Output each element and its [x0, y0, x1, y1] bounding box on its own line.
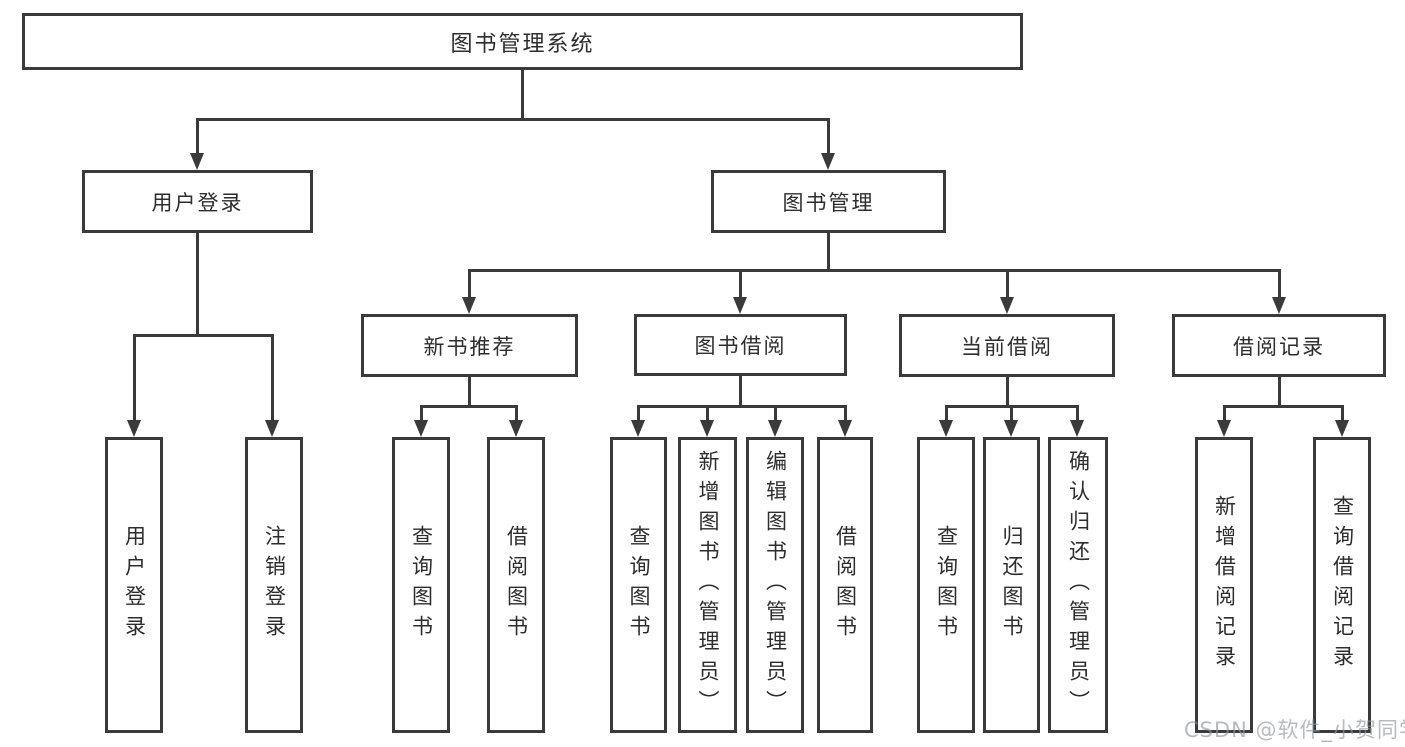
leaf-newbook-query-books-label: 查询图书 [409, 525, 434, 645]
arrow-down-icon [1004, 420, 1018, 437]
connector-leaf-drop [637, 405, 640, 421]
connector-leaf-drop [515, 405, 518, 421]
connector-leaf-drop [945, 405, 948, 421]
connector-book-borrow-stub [739, 374, 742, 408]
leaf-logout-label: 注销登录 [262, 525, 287, 645]
connector-root-bus [196, 118, 830, 121]
leaf-borrow-query-books-label: 查询图书 [627, 525, 651, 645]
arrow-down-icon [700, 420, 714, 437]
node-book-borrow: 图书借阅 [634, 314, 847, 376]
arrow-down-icon [631, 420, 645, 437]
arrow-down-icon [414, 420, 428, 437]
leaf-confirm-return-admin-label: 确认归还（管理员） [1066, 450, 1091, 720]
leaf-add-borrow-record: 新增借阅记录 [1195, 437, 1253, 733]
connector-to-book-management [827, 118, 830, 154]
node-library-system: 图书管理系统 [22, 13, 1023, 70]
node-current-borrow: 当前借阅 [899, 314, 1115, 377]
arrow-down-icon [509, 420, 523, 437]
leaf-logout: 注销登录 [245, 437, 303, 733]
node-user-login: 用户登录 [82, 170, 313, 233]
leaf-newbook-query-books: 查询图书 [392, 437, 450, 733]
connector-leaf-drop [1223, 405, 1226, 421]
leaf-newbook-borrow-books: 借阅图书 [487, 437, 545, 733]
arrow-down-icon [733, 297, 747, 314]
leaf-borrow-borrow-books: 借阅图书 [817, 437, 873, 733]
connector-to-current-borrow [1006, 269, 1009, 298]
leaf-edit-book-admin-label: 编辑图书（管理员） [763, 450, 788, 720]
leaf-newbook-borrow-books-label: 借阅图书 [504, 525, 529, 645]
connector-leaf-drop [706, 405, 709, 421]
node-new-book-recommend: 新书推荐 [361, 314, 578, 377]
leaf-borrow-query-books: 查询图书 [610, 437, 667, 733]
leaf-add-book-admin-label: 新增图书（管理员） [696, 450, 720, 720]
node-book-borrow-label: 图书借阅 [694, 334, 787, 358]
node-user-login-label: 用户登录 [151, 190, 244, 215]
leaf-edit-book-admin: 编辑图书（管理员） [746, 437, 804, 733]
arrow-down-icon [1272, 297, 1286, 314]
arrow-down-icon [190, 153, 204, 170]
connector-new-books-bus [420, 405, 518, 408]
connector-to-leaf-logout [271, 334, 274, 421]
arrow-down-icon [127, 420, 141, 437]
leaf-current-query-books: 查询图书 [917, 437, 975, 733]
connector-to-new-books [468, 269, 471, 298]
connector-book-borrow-bus [637, 405, 847, 408]
connector-borrow-records-bus [1223, 405, 1343, 408]
connector-user-login-stub [196, 231, 199, 337]
connector-new-books-stub [468, 375, 471, 408]
connector-book-mgmt-bus [468, 269, 1281, 272]
arrow-down-icon [1335, 420, 1349, 437]
arrow-down-icon [838, 420, 852, 437]
leaf-user-login: 用户登录 [105, 437, 163, 733]
connector-leaf-drop [844, 405, 847, 421]
leaf-confirm-return-admin: 确认归还（管理员） [1048, 437, 1108, 733]
node-book-management: 图书管理 [711, 170, 946, 233]
node-current-borrow-label: 当前借阅 [961, 334, 1053, 359]
connector-root-stub [521, 68, 524, 119]
leaf-return-books-label: 归还图书 [1000, 525, 1024, 645]
leaf-user-login-label: 用户登录 [122, 525, 147, 645]
arrow-down-icon [462, 297, 476, 314]
leaf-query-borrow-record-label: 查询借阅记录 [1330, 495, 1355, 675]
arrow-down-icon [1070, 420, 1084, 437]
leaf-return-books: 归还图书 [983, 437, 1040, 733]
node-borrow-records-label: 借阅记录 [1233, 334, 1325, 359]
arrow-down-icon [265, 420, 279, 437]
leaf-add-book-admin: 新增图书（管理员） [678, 437, 737, 733]
connector-to-leaf-user-login [133, 334, 136, 421]
connector-to-user-login [196, 118, 199, 154]
connector-leaf-drop [1010, 405, 1013, 421]
connector-leaf-drop [420, 405, 423, 421]
node-borrow-records: 借阅记录 [1172, 314, 1386, 377]
node-library-system-label: 图书管理系统 [450, 31, 595, 57]
connector-leaf-drop [774, 405, 777, 421]
leaf-borrow-borrow-books-label: 借阅图书 [833, 525, 858, 645]
arrow-down-icon [1000, 297, 1014, 314]
connector-leaf-drop [1076, 405, 1079, 421]
connector-leaf-drop [1341, 405, 1344, 421]
connector-borrow-records-stub [1278, 375, 1281, 408]
connector-user-login-bus [133, 334, 274, 337]
connector-to-book-borrow [739, 269, 742, 298]
connector-to-borrow-records [1278, 269, 1281, 298]
connector-book-mgmt-stub [827, 231, 830, 272]
leaf-current-query-books-label: 查询图书 [934, 525, 959, 645]
arrow-down-icon [1217, 420, 1231, 437]
node-new-book-recommend-label: 新书推荐 [423, 334, 516, 359]
arrow-down-icon [768, 420, 782, 437]
leaf-add-borrow-record-label: 新增借阅记录 [1212, 495, 1237, 675]
connector-current-borrow-stub [1006, 375, 1009, 408]
watermark: CSDN @软件_小贺同学 [1184, 718, 1405, 742]
arrow-down-icon [939, 420, 953, 437]
leaf-query-borrow-record: 查询借阅记录 [1313, 437, 1371, 733]
node-book-management-label: 图书管理 [782, 190, 875, 215]
arrow-down-icon [821, 153, 835, 170]
